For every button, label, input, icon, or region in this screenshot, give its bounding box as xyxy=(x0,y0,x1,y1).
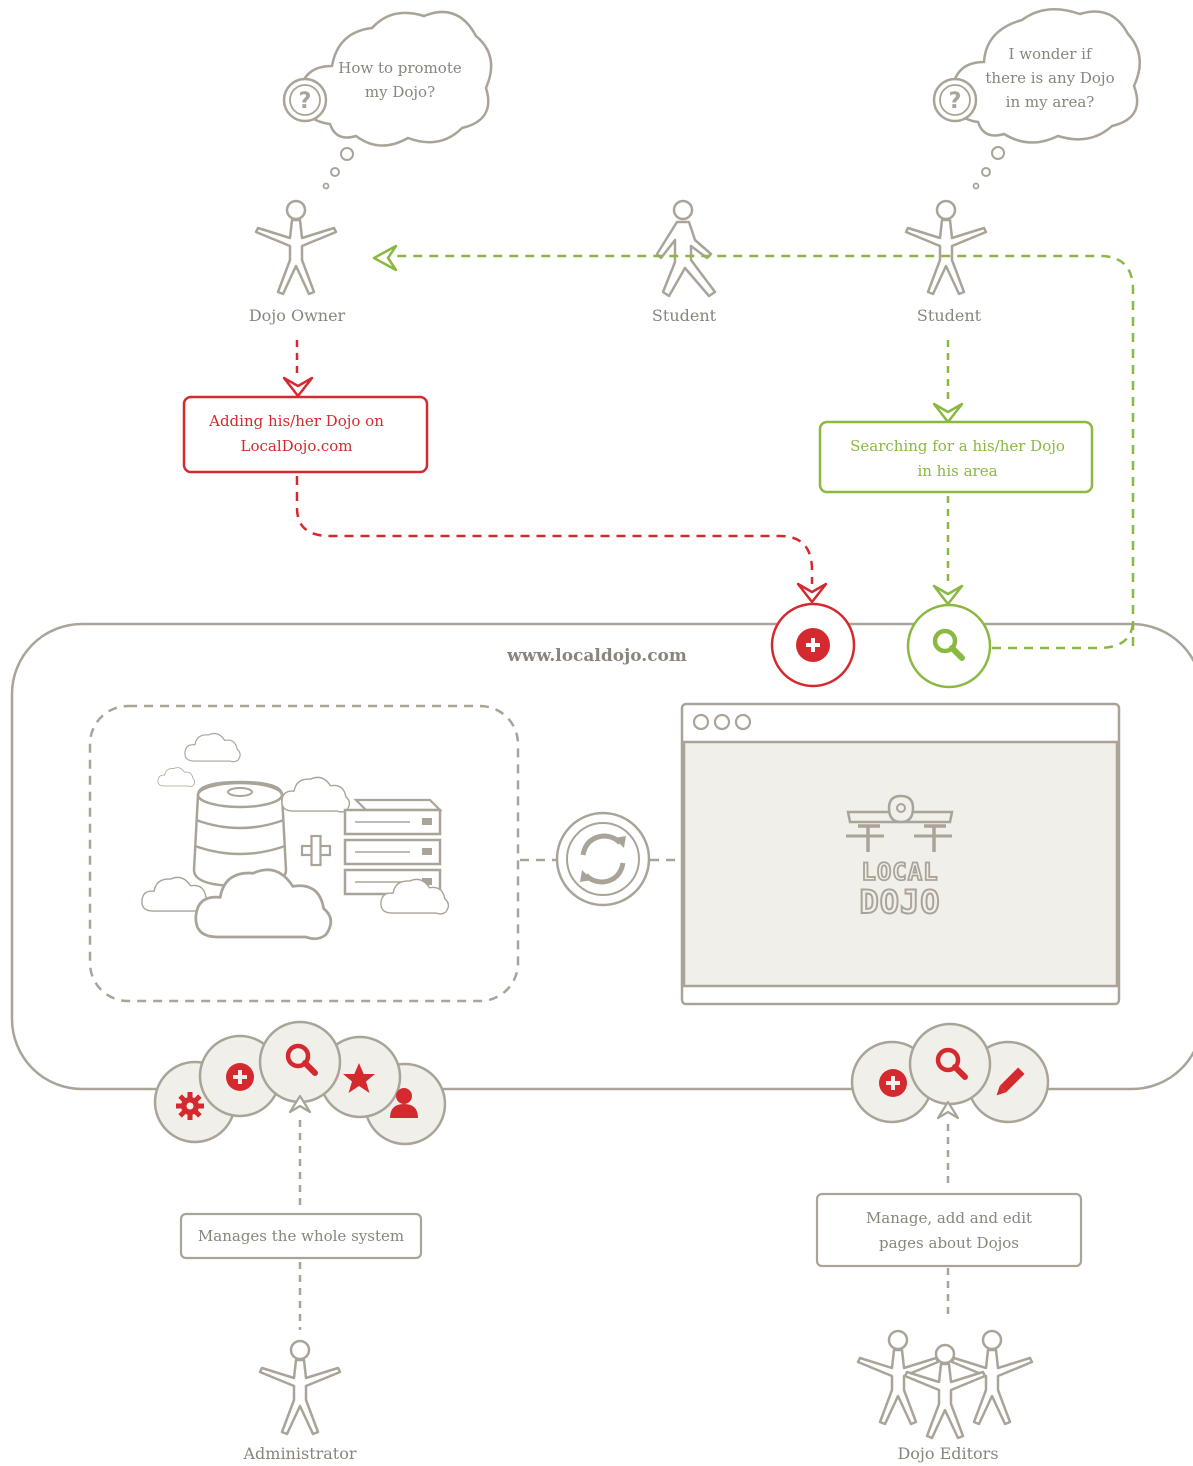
owner-thought-line1: How to promote xyxy=(338,59,462,77)
editors-box-line2: pages about Dojos xyxy=(879,1234,1019,1252)
student-thought-line2: there is any Dojo xyxy=(985,69,1115,87)
arrow-head-down xyxy=(932,584,964,606)
gear-icon xyxy=(176,1092,204,1120)
owner-thought-line2: my Dojo? xyxy=(364,83,436,101)
flow-arrow-red-2 xyxy=(295,476,814,584)
dojo-owner-label: Dojo Owner xyxy=(248,306,346,325)
add-dojo-badge xyxy=(770,602,856,688)
student-thought-line1: I wonder if xyxy=(1008,45,1092,63)
search-dojo-badge xyxy=(906,603,992,689)
administrator-figure xyxy=(258,1339,342,1436)
site-title: www.localdojo.com xyxy=(506,646,687,666)
search-icon xyxy=(285,1043,318,1076)
search-icon xyxy=(935,1047,968,1080)
server-icon xyxy=(343,798,443,896)
database-icon xyxy=(192,780,288,888)
cloud-icon xyxy=(157,767,196,787)
admin-box xyxy=(179,1212,423,1260)
editors-arrow-head xyxy=(936,1100,960,1120)
searching-dojo-box xyxy=(818,420,1094,494)
editors-box-text: Manage, add and edit pages about Dojos xyxy=(817,1206,1081,1256)
user-icon xyxy=(390,1088,418,1118)
arrow-head-down xyxy=(282,376,314,398)
arrow-head-left xyxy=(372,244,398,272)
arrow-head-down xyxy=(796,582,828,604)
student-walking-figure xyxy=(655,199,717,298)
editor-tools xyxy=(850,1022,1050,1124)
searching-dojo-text: Searching for a his/her Dojo in his area xyxy=(820,434,1095,484)
browser-window xyxy=(680,702,1121,1006)
cloud-icon xyxy=(184,732,241,763)
sync-icon xyxy=(555,811,651,907)
editors-box-line1: Manage, add and edit xyxy=(865,1209,1033,1227)
logo-line-1: LOCAL xyxy=(861,858,938,886)
plus-icon xyxy=(300,834,332,867)
searching-dojo-line1: Searching for a his/her Dojo xyxy=(850,437,1065,455)
arrow-head-down xyxy=(932,402,964,424)
student-label: Student xyxy=(916,306,982,325)
dojo-editors-figure xyxy=(856,1329,1034,1440)
adding-dojo-line2: LocalDojo.com xyxy=(240,437,353,455)
platform-frame xyxy=(10,622,1193,1091)
cloud-icon xyxy=(281,776,351,813)
student-thought-line3: in my area? xyxy=(1005,93,1095,111)
adding-dojo-box xyxy=(182,395,429,474)
location-pin-icon xyxy=(887,794,915,824)
logo-line-2: DOJO xyxy=(859,883,940,921)
admin-box-text: Manages the whole system xyxy=(197,1227,405,1245)
searching-dojo-line2: in his area xyxy=(917,462,998,480)
flow-arrow-green-top xyxy=(396,254,1135,646)
dojo-editors-label: Dojo Editors xyxy=(897,1444,999,1463)
adding-dojo-line1: Adding his/her Dojo on xyxy=(209,412,384,430)
star-icon xyxy=(343,1063,375,1093)
infrastructure-panel xyxy=(88,704,520,1003)
local-dojo-logo: LOCAL DOJO xyxy=(846,794,954,922)
thought-bubble-student xyxy=(950,7,1141,190)
adding-dojo-text: Adding his/her Dojo on LocalDojo.com xyxy=(184,409,409,459)
student-thought-text: I wonder if there is any Dojo in my area… xyxy=(970,42,1130,114)
plus-icon xyxy=(226,1063,254,1091)
admin-arrow-head xyxy=(288,1094,312,1114)
flow-arrow-green-bottom xyxy=(992,619,1135,650)
editors-box xyxy=(815,1192,1083,1268)
owner-thought-text: How to promote my Dojo? xyxy=(320,56,480,104)
plus-icon xyxy=(879,1069,907,1097)
thought-bubble-owner xyxy=(298,10,493,190)
student-walking-label: Student xyxy=(651,306,717,325)
dojo-owner-figure xyxy=(254,199,338,296)
admin-tools xyxy=(153,1020,447,1146)
student-figure xyxy=(904,199,988,296)
administrator-label: Administrator xyxy=(243,1444,357,1463)
